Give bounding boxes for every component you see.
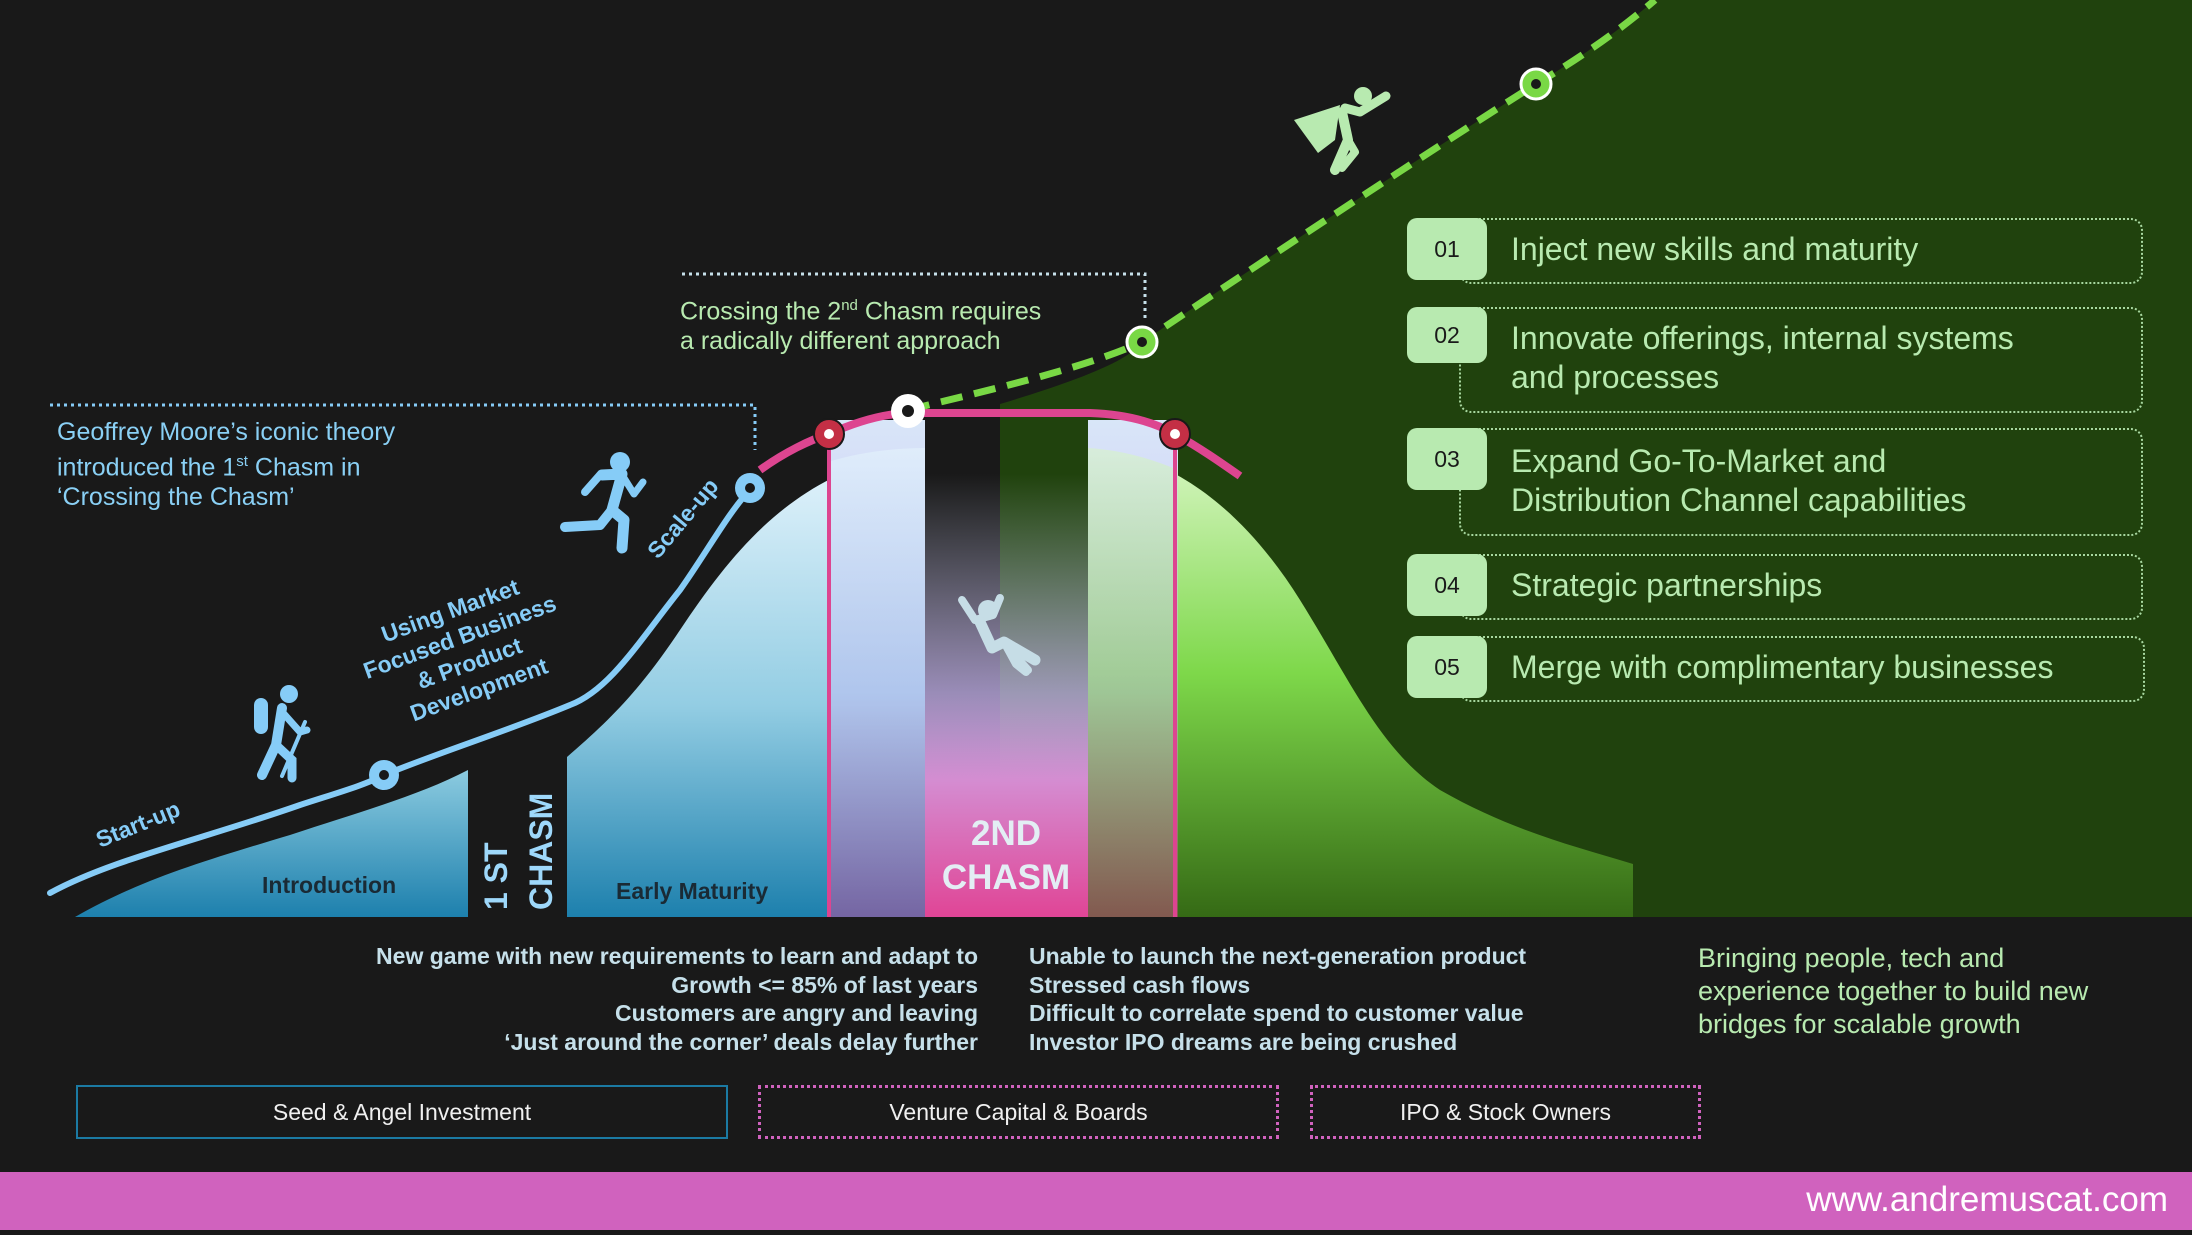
second-chasm-symptoms: Unable to launch the next-generation pro… — [1029, 942, 1526, 1056]
strategy-text: Strategic partnerships — [1511, 567, 1823, 603]
strategy-item-5: 05 Merge with complimentary businesses — [1407, 636, 2145, 702]
website-link[interactable]: www.andremuscat.com — [1806, 1180, 2168, 1219]
strategy-item-4: 04 Strategic partnerships — [1407, 554, 2143, 620]
runner-icon — [560, 452, 647, 554]
strategy-number: 05 — [1407, 636, 1487, 698]
note-line: ‘Crossing the Chasm’ — [57, 483, 295, 512]
tagline: Bringing people, tech and experience tog… — [1698, 943, 2089, 1039]
strategy-number: 03 — [1407, 428, 1487, 490]
startup-node — [369, 760, 399, 790]
strategy-number: 04 — [1407, 554, 1487, 616]
symptom: Investor IPO dreams are being crushed — [1029, 1028, 1458, 1055]
footer-bar: www.andremuscat.com — [0, 1172, 2192, 1230]
symptom: Difficult to correlate spend to customer… — [1029, 1000, 1524, 1026]
note-line: Geoffrey Moore’s iconic theory — [57, 418, 396, 446]
introduction-label: Introduction — [262, 872, 396, 898]
svg-text:1 ST: 1 ST — [478, 842, 514, 910]
symptom: Customers are angry and leaving — [614, 1000, 978, 1026]
svg-text:2ND: 2ND — [971, 814, 1041, 853]
scaleup-label: Scale-up — [642, 473, 724, 563]
symptom: Stressed cash flows — [1029, 971, 1251, 998]
note-line: Crossing the 2nd Chasm requires — [680, 297, 1042, 326]
symptom: New game with new requirements to learn … — [376, 943, 978, 969]
seed-investment-box: Seed & Angel Investment — [76, 1085, 728, 1139]
second-chasm-note: Crossing the 2nd Chasm requires a radica… — [680, 291, 1041, 356]
first-chasm-label: 1 ST CHASM — [478, 793, 559, 910]
second-chasm-label: 2ND CHASM — [942, 814, 1070, 897]
falling-person-icon — [958, 594, 1041, 676]
symptom: Unable to launch the next-generation pro… — [1029, 943, 1527, 969]
chasm-end-node — [1159, 418, 1191, 450]
ipo-box: IPO & Stock Owners — [1310, 1085, 1701, 1139]
hiker-icon — [254, 685, 311, 783]
market-focus-label: Using Market Focused Business & Product … — [360, 573, 560, 726]
growth-dashed-line — [907, 0, 1658, 414]
pivot-node — [891, 394, 925, 428]
strategy-text: Inject new skills and maturity — [1511, 231, 1919, 267]
first-chasm-note: Geoffrey Moore’s iconic theory introduce… — [57, 417, 395, 512]
superhero-icon — [1294, 87, 1391, 175]
introduction-hill — [75, 770, 468, 917]
strategy-item-1: 01 Inject new skills and maturity — [1407, 218, 2143, 284]
svg-text:CHASM: CHASM — [523, 793, 559, 910]
growth-node-1 — [1125, 325, 1159, 359]
svg-text:CHASM: CHASM — [942, 858, 1070, 897]
note-line: introduced the 1st Chasm in — [57, 453, 361, 482]
symptom: ‘Just around the corner’ deals delay fur… — [504, 1028, 978, 1055]
strategy-number: 01 — [1407, 218, 1487, 280]
startup-growth-line — [47, 487, 753, 896]
symptom: Growth <= 85% of last years — [671, 971, 978, 998]
early-maturity-label: Early Maturity — [616, 878, 768, 904]
second-note-connector — [682, 272, 1147, 322]
chasm-start-node — [813, 418, 845, 450]
strategy-number: 02 — [1407, 307, 1487, 363]
note-line: a radically different approach — [680, 327, 1001, 356]
strategy-text: Merge with complimentary businesses — [1511, 649, 2054, 685]
scaleup-node — [735, 473, 765, 503]
first-chasm-symptoms: New game with new requirements to learn … — [376, 942, 978, 1056]
maturity-green-hill — [1088, 448, 1633, 917]
growth-node-2 — [1519, 67, 1553, 101]
venture-capital-box: Venture Capital & Boards — [758, 1085, 1279, 1139]
first-note-connector — [50, 403, 757, 450]
